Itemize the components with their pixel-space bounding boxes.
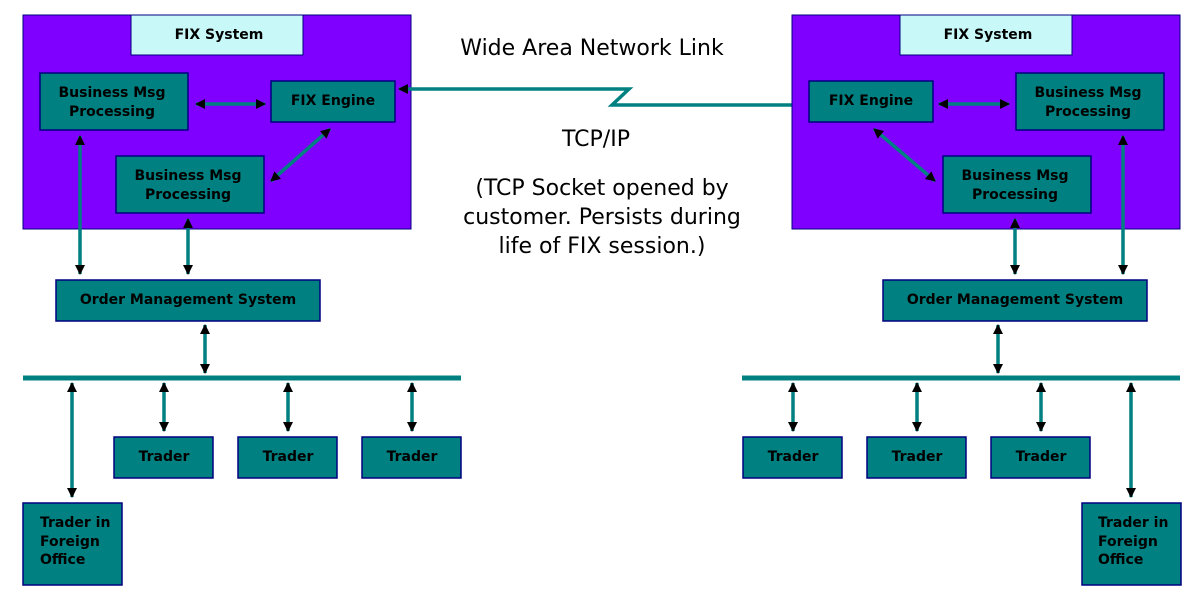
right-biz-msg-top-box — [1015, 72, 1165, 131]
wan-note-line3: life of FIX session.) — [499, 234, 706, 259]
right-biz-msg-top-line2: Processing — [1045, 104, 1131, 120]
left-site: FIX System Business Msg Processing FIX E… — [22, 14, 462, 586]
wan-protocol: TCP/IP — [561, 127, 630, 152]
right-fix-system-title-box — [899, 14, 1073, 56]
left-biz-msg-bottom-line2: Processing — [145, 187, 231, 203]
right-trader-1-box — [742, 436, 843, 479]
right-foreign-trader-line2: Foreign — [1098, 534, 1158, 550]
right-biz-msg-bottom-box — [942, 155, 1092, 214]
left-biz-msg-top-box — [39, 72, 189, 131]
right-foreign-trader-line3: Office — [1098, 552, 1143, 568]
left-trader-3-label: Trader — [387, 449, 438, 465]
left-biz-msg-top-line1: Business Msg — [58, 85, 165, 101]
left-oms-box — [55, 279, 321, 322]
left-biz-msg-top-line2: Processing — [69, 104, 155, 120]
right-trader-3-label: Trader — [1016, 449, 1067, 465]
left-trader-2-box — [237, 436, 338, 479]
right-site: FIX System FIX Engine Business Msg Proce… — [742, 14, 1182, 586]
left-fix-system-title-box — [130, 14, 304, 56]
right-engine-to-biz-bottom-arrow — [872, 127, 937, 183]
left-foreign-trader-line2: Foreign — [40, 534, 100, 550]
right-fix-system-title: FIX System — [944, 27, 1033, 43]
right-fix-engine-label: FIX Engine — [829, 93, 913, 109]
wan-note-line1: (TCP Socket opened by — [475, 176, 728, 201]
right-trader-3-box — [990, 436, 1091, 479]
right-oms-label: Order Management System — [907, 292, 1123, 308]
right-trader-2-label: Trader — [892, 449, 943, 465]
left-fix-engine-box — [270, 80, 396, 123]
left-fix-engine-label: FIX Engine — [291, 93, 375, 109]
left-foreign-trader-box — [22, 502, 123, 586]
right-biz-msg-top-line1: Business Msg — [1034, 85, 1141, 101]
left-fix-system-title: FIX System — [175, 27, 264, 43]
left-oms-label: Order Management System — [80, 292, 296, 308]
wan-lightning-link — [398, 84, 805, 110]
right-foreign-trader-box — [1081, 502, 1182, 586]
left-foreign-trader-line3: Office — [40, 552, 85, 568]
left-trader-3-box — [361, 436, 462, 479]
right-biz-msg-bottom-line2: Processing — [972, 187, 1058, 203]
wan-title: Wide Area Network Link — [460, 36, 724, 61]
wan-link: Wide Area Network Link TCP/IP (TCP Socke… — [398, 36, 805, 259]
left-engine-to-biz-bottom-arrow — [269, 127, 332, 183]
left-foreign-trader-line1: Trader in — [40, 515, 110, 531]
left-biz-msg-bottom-box — [115, 155, 265, 214]
wan-note-line2: customer. Persists during — [463, 205, 741, 230]
left-trader-1-label: Trader — [139, 449, 190, 465]
left-trader-2-label: Trader — [263, 449, 314, 465]
right-fix-engine-box — [808, 80, 934, 123]
left-biz-msg-bottom-line1: Business Msg — [134, 168, 241, 184]
right-biz-msg-bottom-line1: Business Msg — [961, 168, 1068, 184]
right-trader-2-box — [866, 436, 967, 479]
right-oms-box — [882, 279, 1148, 322]
left-trader-1-box — [113, 436, 214, 479]
right-trader-1-label: Trader — [768, 449, 819, 465]
right-foreign-trader-line1: Trader in — [1098, 515, 1168, 531]
